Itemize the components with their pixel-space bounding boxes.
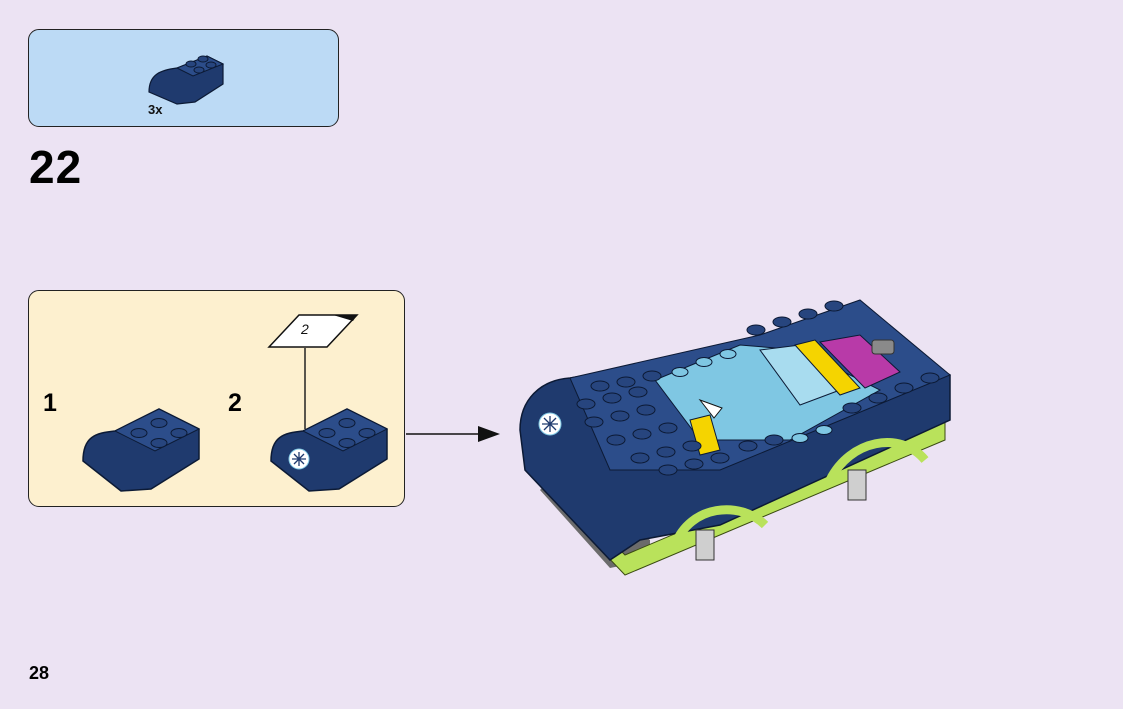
curved-brick-1	[82, 408, 201, 492]
vehicle-model	[519, 299, 951, 576]
page-number: 28	[29, 663, 50, 683]
curved-brick-icon	[148, 55, 225, 105]
curved-brick-2	[270, 408, 389, 492]
parts-quantity-label: 3x	[148, 102, 163, 117]
substep-box: 1 2 2	[28, 290, 405, 507]
sticker-callout-icon	[267, 314, 359, 348]
sticker-number: 2	[301, 321, 309, 337]
wheel-icon	[695, 469, 867, 561]
arrow-icon	[406, 426, 500, 442]
substep-2-label: 2	[228, 389, 242, 417]
substep-illustration	[82, 314, 389, 492]
substep-1-label: 1	[43, 389, 57, 417]
step-number: 22	[29, 141, 83, 193]
parts-list-box: 3x	[28, 29, 339, 127]
